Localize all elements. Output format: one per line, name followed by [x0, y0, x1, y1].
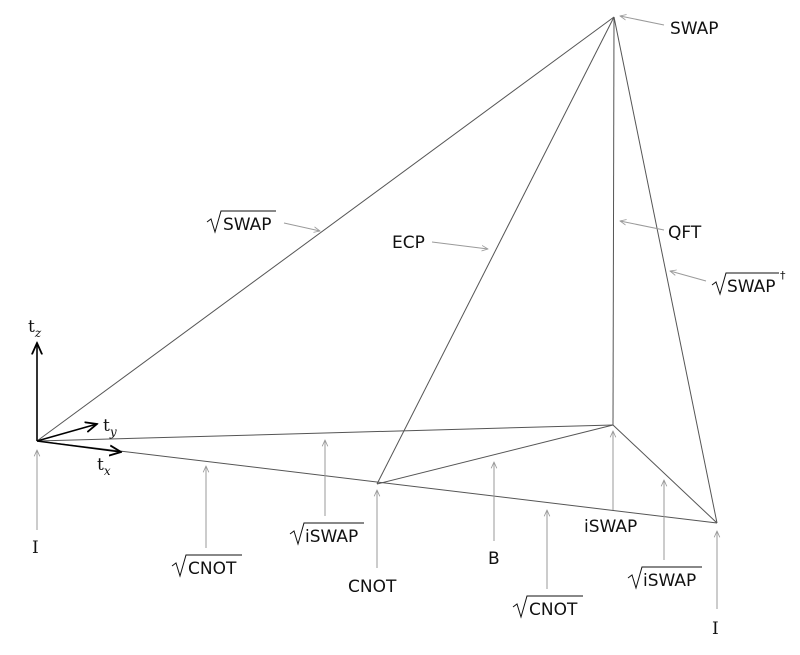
label-pointers	[37, 16, 717, 609]
edge-cnot-to-iswap	[376, 424, 614, 485]
edge-identity-to-identity	[36, 440, 718, 524]
label-swap: SWAP	[670, 19, 719, 39]
sqrt-cnot-left-text: CNOT	[188, 559, 237, 579]
sqrt-symbol	[711, 272, 779, 296]
edge-iswap-to-identity	[612, 424, 718, 524]
sqrt-iswap-right-text: iSWAP	[643, 571, 696, 591]
dagger-text: †	[780, 269, 786, 282]
pointer-qft	[620, 221, 665, 231]
label-b: B	[488, 549, 500, 569]
label-sqrt-cnot-left: CNOT	[171, 554, 242, 579]
pointer-sqrt-swap-dagger	[670, 271, 707, 282]
sqrt-symbol	[512, 595, 583, 619]
label-cnot: CNOT	[348, 577, 397, 597]
ty-label: ty	[103, 416, 117, 439]
sqrt-symbol	[171, 554, 242, 578]
label-identity-right: I	[712, 619, 719, 639]
chamber-edges	[36, 16, 718, 524]
sqrt-swap-dagger-text: SWAP	[727, 277, 776, 297]
label-identity-left: I	[32, 538, 39, 558]
label-sqrt-swap-dagger: SWAP †	[711, 269, 786, 297]
gate-labels: SWAP QFT ECP SWAP SWAP † I CNOT iSWAP CN…	[32, 19, 786, 639]
label-qft: QFT	[668, 223, 702, 243]
pointer-ecp	[431, 241, 488, 249]
edge-swap-to-identity	[613, 16, 718, 524]
label-sqrt-swap: SWAP	[206, 210, 276, 235]
edge-swap-to-iswap	[612, 16, 615, 426]
label-iswap: iSWAP	[584, 517, 637, 537]
edge-identity-to-iswap	[36, 424, 614, 442]
tz-label: tz	[28, 317, 42, 340]
tx-axis	[36, 440, 121, 452]
sqrt-symbol	[206, 210, 276, 234]
sqrt-iswap-left-text: iSWAP	[305, 527, 358, 547]
label-ecp: ECP	[392, 233, 425, 253]
sqrt-symbol	[289, 522, 364, 546]
coordinate-axes	[37, 343, 121, 452]
axis-labels: tz ty tx	[28, 317, 117, 478]
pointer-sqrt-swap	[283, 222, 320, 231]
sqrt-cnot-right-text: CNOT	[529, 600, 578, 620]
sqrt-swap-text: SWAP	[223, 215, 272, 235]
edge-cnot-to-swap	[376, 16, 615, 485]
label-sqrt-iswap-left: iSWAP	[289, 522, 364, 547]
edge-identity-to-swap	[36, 16, 615, 442]
label-sqrt-iswap-right: iSWAP	[627, 566, 702, 591]
ty-axis	[36, 424, 97, 442]
tx-label: tx	[97, 455, 111, 478]
pointer-swap	[620, 16, 665, 26]
sqrt-symbol	[627, 566, 702, 590]
label-sqrt-cnot-right: CNOT	[512, 595, 583, 620]
